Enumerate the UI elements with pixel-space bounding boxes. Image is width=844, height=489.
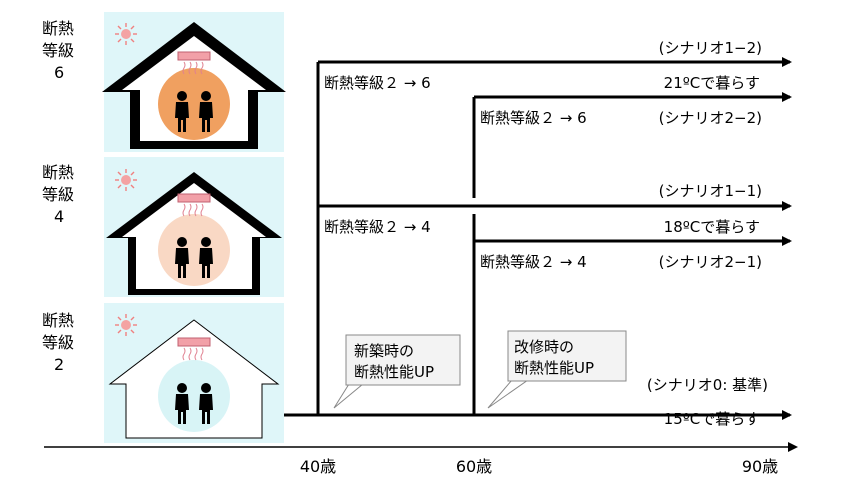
age-label-90: 90歳 [742, 457, 778, 476]
temp-label-18: 18ºCで暮らす [664, 218, 760, 236]
svg-text:4: 4 [54, 207, 64, 226]
level-label-6: 断熱 等級 6 [42, 19, 74, 82]
svg-text:等級: 等級 [42, 185, 74, 204]
branch-label-renov-6: 断熱等級２ → 6 [480, 109, 587, 127]
sun-icon [114, 22, 138, 46]
scenario-lines [284, 57, 792, 420]
age-label-40: 40歳 [300, 457, 336, 476]
sun-icon [114, 168, 138, 192]
svg-text:断熱性能UP: 断熱性能UP [514, 359, 594, 377]
scenario-label-2-2: (シナリオ2−2) [659, 109, 762, 127]
svg-text:2: 2 [54, 355, 64, 374]
house-level-4 [104, 157, 284, 297]
svg-text:改修時の: 改修時の [514, 338, 574, 356]
temp-label-15: 15ºCで暮らす [664, 410, 760, 428]
svg-text:6: 6 [54, 63, 64, 82]
svg-text:等級: 等級 [42, 41, 74, 60]
age-label-60: 60歳 [456, 457, 492, 476]
branch-label-new-4: 断熱等級２ → 4 [324, 218, 431, 236]
level-label-2: 断熱 等級 2 [42, 311, 74, 374]
house-level-6 [102, 12, 286, 152]
branch-label-renov-4: 断熱等級２ → 4 [480, 253, 587, 271]
callout-new-build: 新築時の 断熱性能UP [333, 334, 461, 409]
branch-label-new-6: 断熱等級２ → 6 [324, 74, 431, 92]
scenario-label-2-1: (シナリオ2−1) [659, 253, 762, 271]
scenario-label-1-2: (シナリオ1−2) [659, 39, 762, 57]
house-level-2 [104, 303, 284, 443]
svg-text:断熱: 断熱 [42, 163, 74, 182]
scenario-label-1-1: (シナリオ1−1) [659, 182, 762, 200]
svg-text:断熱: 断熱 [42, 19, 74, 38]
svg-text:断熱: 断熱 [42, 311, 74, 330]
age-axis: 40歳 60歳 90歳 [44, 442, 798, 476]
svg-text:断熱性能UP: 断熱性能UP [354, 363, 434, 381]
level-label-4: 断熱 等級 4 [42, 163, 74, 226]
svg-text:新築時の: 新築時の [354, 342, 414, 360]
sun-icon [114, 313, 138, 337]
scenario-label-0: (シナリオ0: 基準) [647, 376, 768, 394]
callout-renovation: 改修時の 断熱性能UP [487, 330, 627, 409]
temp-label-21: 21ºCで暮らす [664, 74, 760, 92]
svg-text:等級: 等級 [42, 333, 74, 352]
